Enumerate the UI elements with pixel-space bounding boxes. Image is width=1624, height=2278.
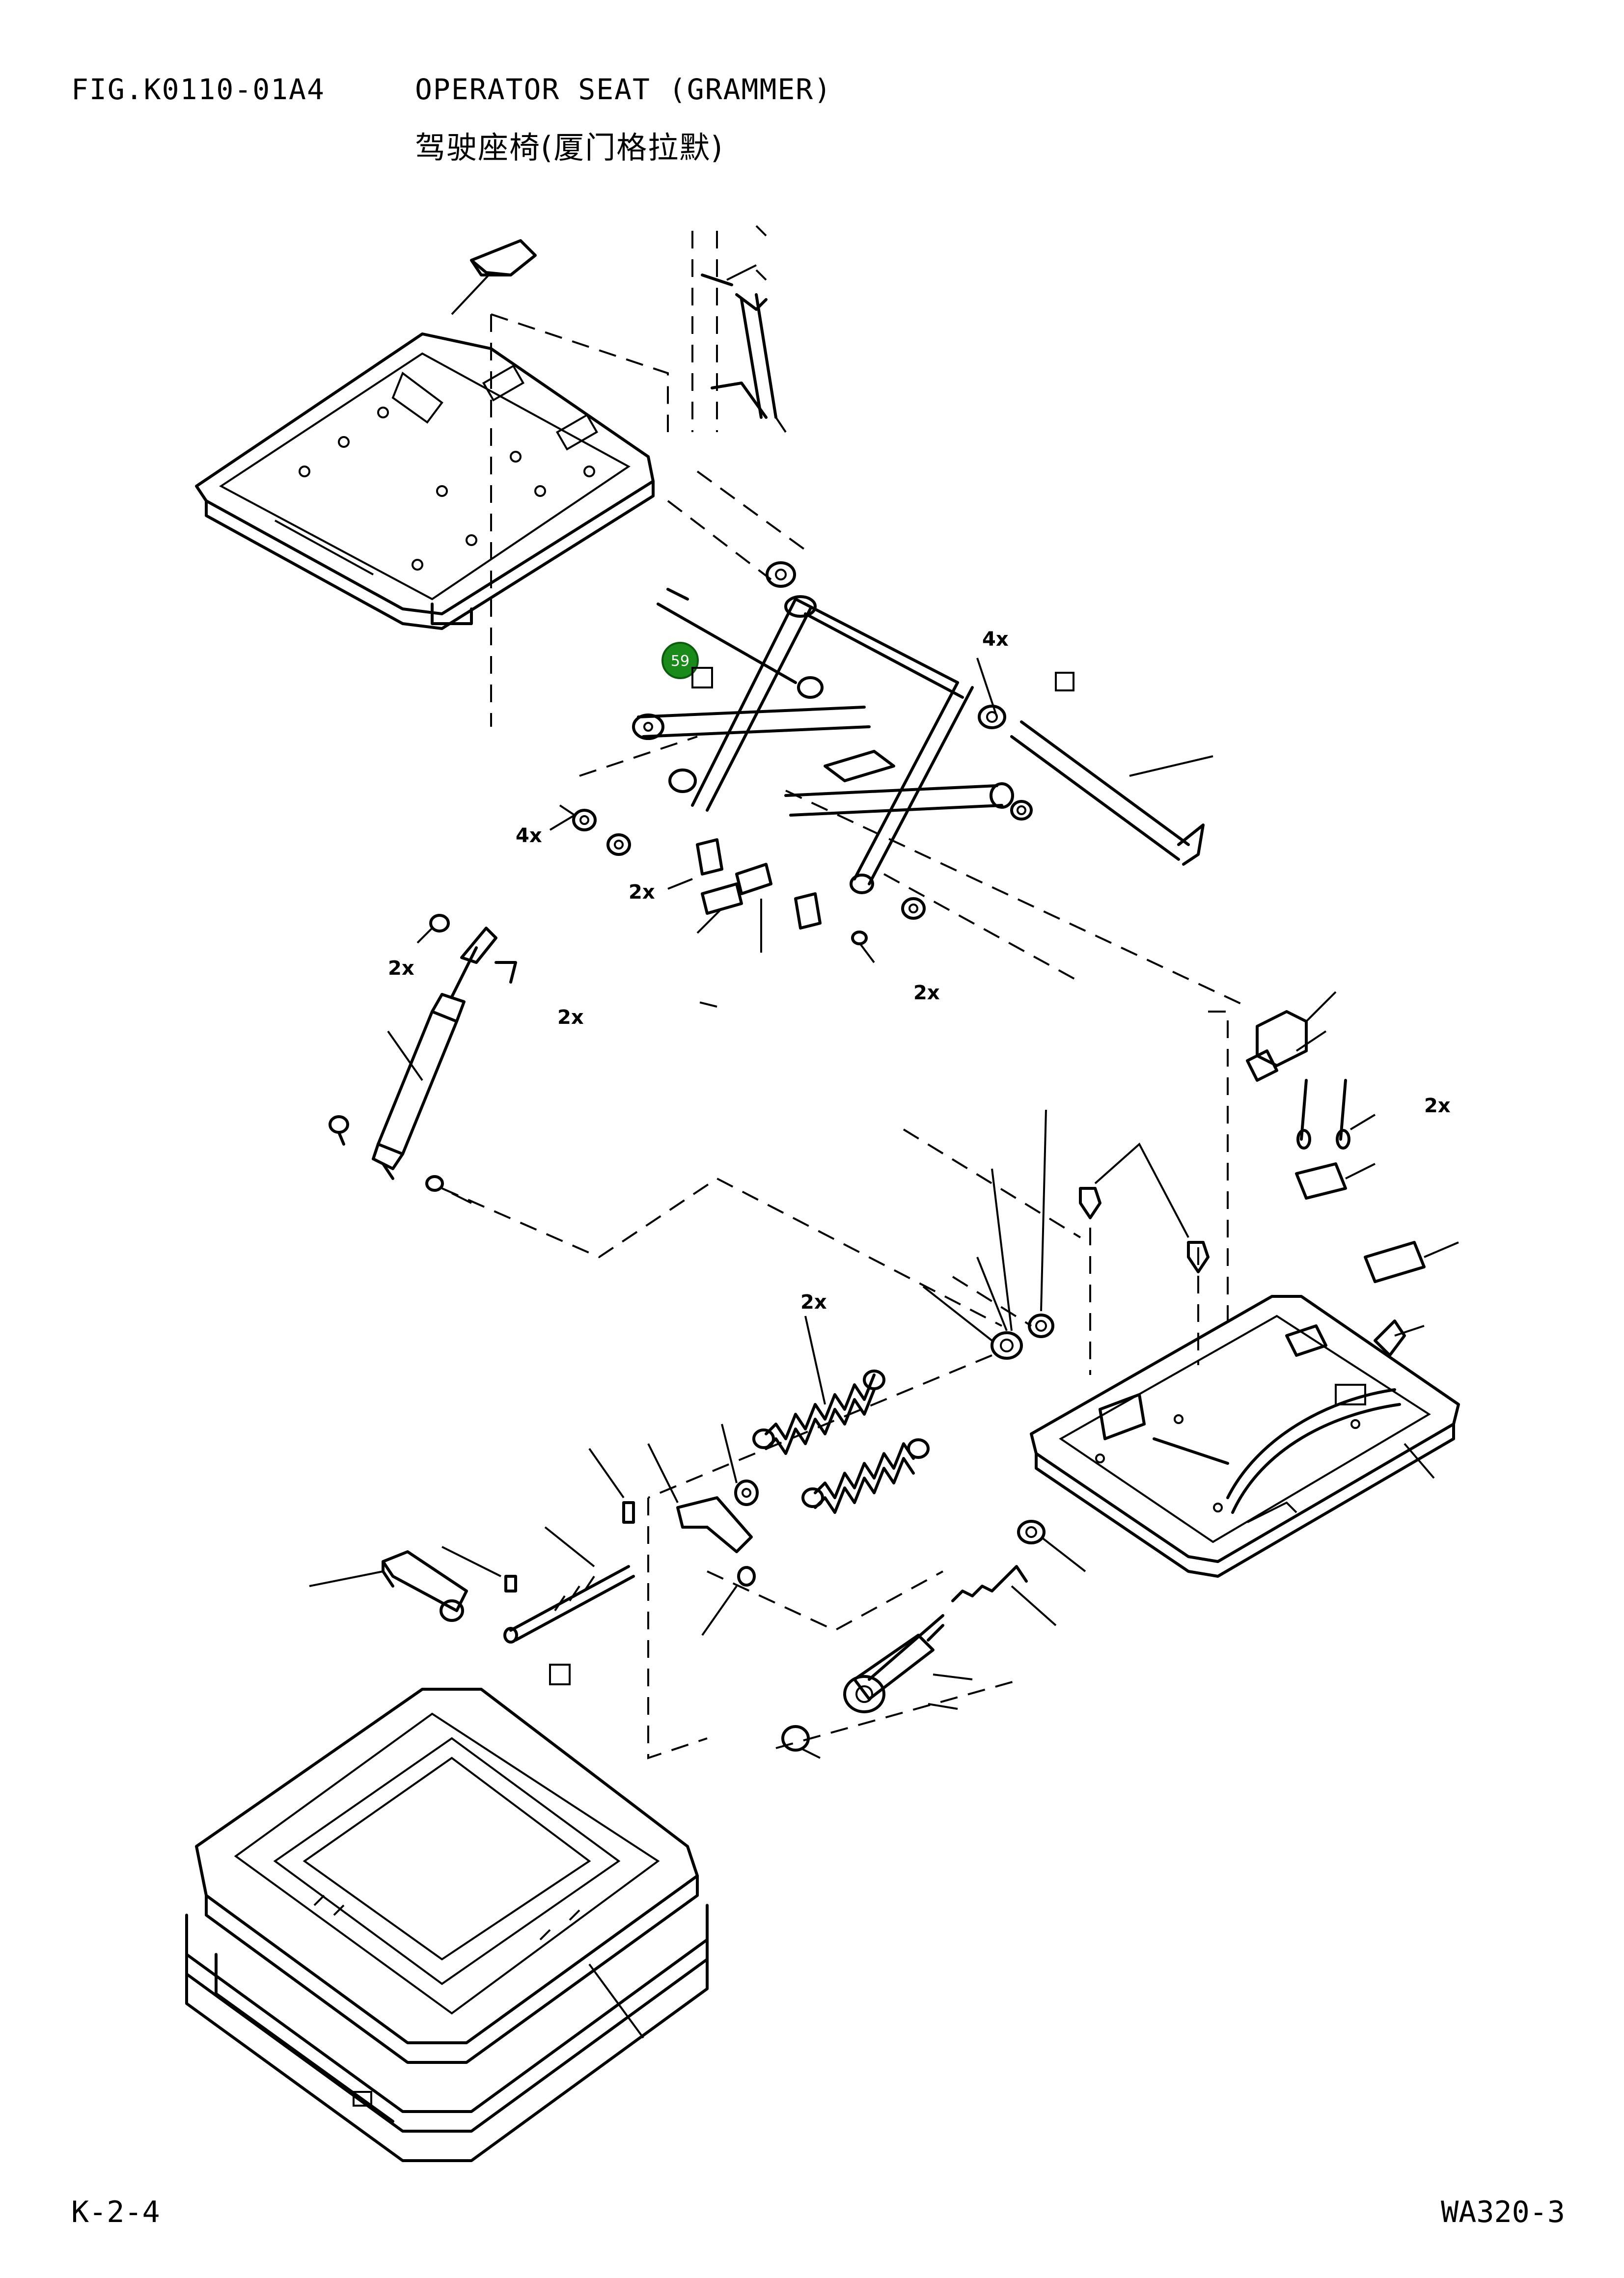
model-number: WA320-3 bbox=[1441, 2195, 1565, 2229]
bellows-cover bbox=[185, 1688, 709, 2162]
page-title-cn: 驾驶座椅(厦门格拉默) bbox=[415, 130, 724, 165]
qty-label-spacer-2x: 2x bbox=[913, 982, 940, 1004]
qty-label-clip-2x: 2x bbox=[629, 881, 655, 904]
page-title: OPERATOR SEAT (GRAMMER) bbox=[415, 73, 832, 106]
page-reference: K-2-4 bbox=[71, 2195, 160, 2229]
base-bearings bbox=[922, 1109, 1054, 1360]
gas-shock-absorber bbox=[329, 914, 517, 1204]
callout-label: 59 bbox=[671, 653, 689, 670]
pivot-bracket-right bbox=[1246, 991, 1459, 1357]
assembly-guide-lines bbox=[441, 313, 1248, 1759]
adjust-handle bbox=[309, 1550, 468, 1622]
wedge-pins bbox=[1079, 1142, 1210, 1273]
grease-symbol-lower bbox=[549, 1664, 571, 1685]
scissor-mechanism bbox=[632, 561, 1213, 894]
grease-symbol-right bbox=[1055, 672, 1074, 691]
quantity-labels: 4x 4x 2x 2x 2x 2x 2x 2x bbox=[388, 628, 1451, 1314]
bushings-row bbox=[549, 804, 926, 963]
qty-label-cable-2x: 2x bbox=[1424, 1095, 1451, 1117]
suspension-springs bbox=[752, 1316, 930, 1514]
qty-label-bushing-4x: 4x bbox=[516, 824, 542, 847]
qty-label-shock-bolt-2x: 2x bbox=[388, 957, 414, 980]
qty-label-scissor-4x: 4x bbox=[982, 628, 1009, 651]
grease-symbol-callout bbox=[691, 667, 713, 688]
height-lever bbox=[647, 1424, 759, 1636]
height-adjust-rod bbox=[691, 225, 787, 433]
qty-label-shock-2x: 2x bbox=[557, 1006, 584, 1029]
figure-code: FIG.K0110-01A4 bbox=[71, 73, 325, 106]
return-spring bbox=[951, 1520, 1086, 1626]
callout-badge[interactable]: 59 bbox=[661, 642, 713, 688]
roller-assembly bbox=[781, 1614, 973, 1759]
seat-top-plate bbox=[195, 239, 655, 630]
seat-base-frame bbox=[1030, 1295, 1460, 1578]
adjuster-screw bbox=[441, 1448, 635, 1685]
qty-label-spring-2x: 2x bbox=[800, 1291, 827, 1314]
